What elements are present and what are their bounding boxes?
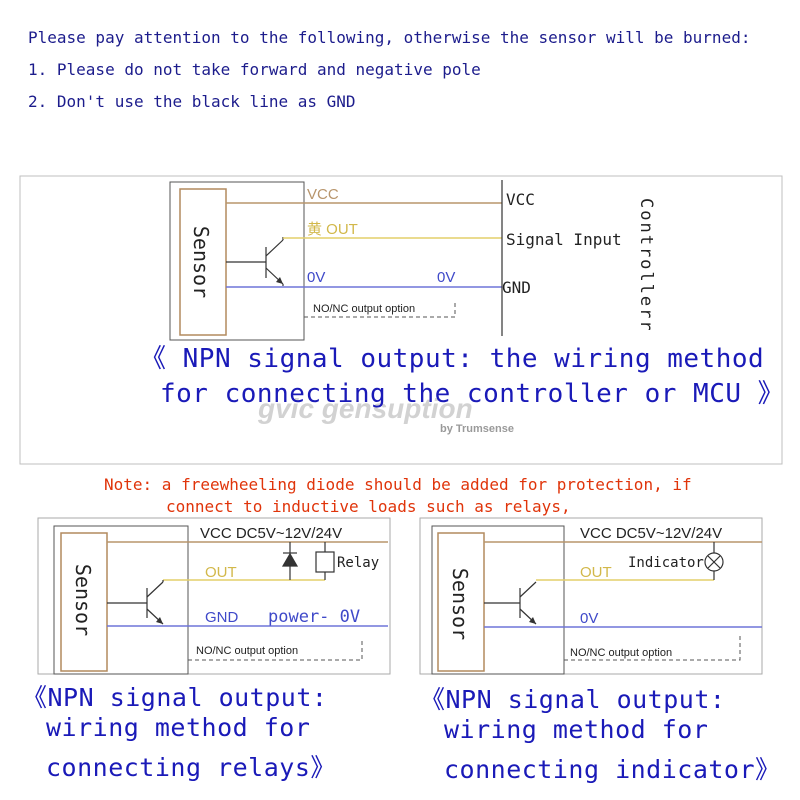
- indicator-frame: [419, 517, 763, 675]
- top-0v-label-left: 0V: [307, 269, 325, 286]
- relay-vcc-label: VCC DC5V~12V/24V: [200, 525, 342, 542]
- relay-diode-symbol: [281, 542, 299, 580]
- top-vcc-label: VCC: [307, 186, 339, 203]
- relay-relay-label: Relay: [337, 555, 379, 571]
- warning-heading: Please pay attention to the following, o…: [28, 28, 751, 47]
- top-0v-label-right: 0V: [437, 269, 455, 286]
- top-out-label: 黄 OUT: [307, 221, 358, 238]
- top-transistor-symbol: [226, 237, 284, 286]
- indicator-sensor-box: [437, 532, 485, 672]
- indicator-out-label: OUT: [580, 564, 612, 581]
- watermark: gvic gensuption by Trumsense: [257, 393, 514, 435]
- relay-coil-symbol: [315, 542, 335, 580]
- relay-caption-line2: wiring method for: [46, 713, 311, 742]
- watermark-text: gvic gensuption: [257, 393, 473, 424]
- indicator-sensor-label: Sensor: [448, 568, 472, 640]
- note-line1: Note: a freewheeling diode should be add…: [104, 475, 692, 494]
- indicator-diagram: Sensor VCC DC5V~12V/24V Indicator OUT 0V…: [419, 517, 763, 675]
- relay-option-label: NO/NC output option: [196, 645, 298, 657]
- relay-caption-line3: connecting relays》: [46, 753, 336, 782]
- indicator-caption-line2: wiring method for: [444, 715, 709, 744]
- top-sensor-label: Sensor: [189, 226, 213, 298]
- relay-diagram: Sensor VCC DC5V~12V/24V Relay OUT GND po…: [37, 517, 391, 675]
- top-caption-line2: for connecting the controller or MCU 》: [160, 379, 785, 409]
- relay-power-label: power- 0V: [268, 607, 360, 627]
- indicator-0v-label: 0V: [580, 610, 598, 627]
- indicator-caption-line3: connecting indicator》: [444, 755, 781, 784]
- top-frame: [19, 175, 783, 465]
- indicator-lamp-symbol: [704, 542, 724, 580]
- top-option-label: NO/NC output option: [313, 303, 415, 315]
- top-sensor-housing: [169, 181, 305, 341]
- warning-item-1: 1. Please do not take forward and negati…: [28, 60, 481, 79]
- warning-item-2: 2. Don't use the black line as GND: [28, 92, 356, 111]
- relay-out-label: OUT: [205, 564, 237, 581]
- indicator-vcc-label: VCC DC5V~12V/24V: [580, 525, 722, 542]
- top-caption-line1: 《 NPN signal output: the wiring method: [140, 344, 765, 374]
- indicator-option-label: NO/NC output option: [570, 647, 672, 659]
- top-ctrl-gnd: GND: [502, 278, 531, 297]
- indicator-caption-line1: 《NPN signal output:: [420, 685, 726, 714]
- relay-frame: [37, 517, 391, 675]
- relay-sensor-box: [60, 532, 108, 672]
- top-ctrl-vcc: VCC: [506, 190, 535, 209]
- relay-sensor-label: Sensor: [71, 564, 95, 636]
- indicator-indicator-label: Indicator: [628, 555, 704, 571]
- controller-label: Controllerr: [636, 198, 656, 333]
- relay-caption-line1: 《NPN signal output:: [22, 683, 328, 712]
- relay-gnd-label: GND: [205, 609, 239, 626]
- watermark-sub: by Trumsense: [440, 423, 514, 435]
- note-line2: connect to inductive loads such as relay…: [166, 497, 571, 516]
- top-ctrl-signal: Signal Input: [506, 230, 622, 249]
- top-diagram: Sensor VCC 黄 OUT 0V 0V NO/NC output opti…: [19, 175, 783, 465]
